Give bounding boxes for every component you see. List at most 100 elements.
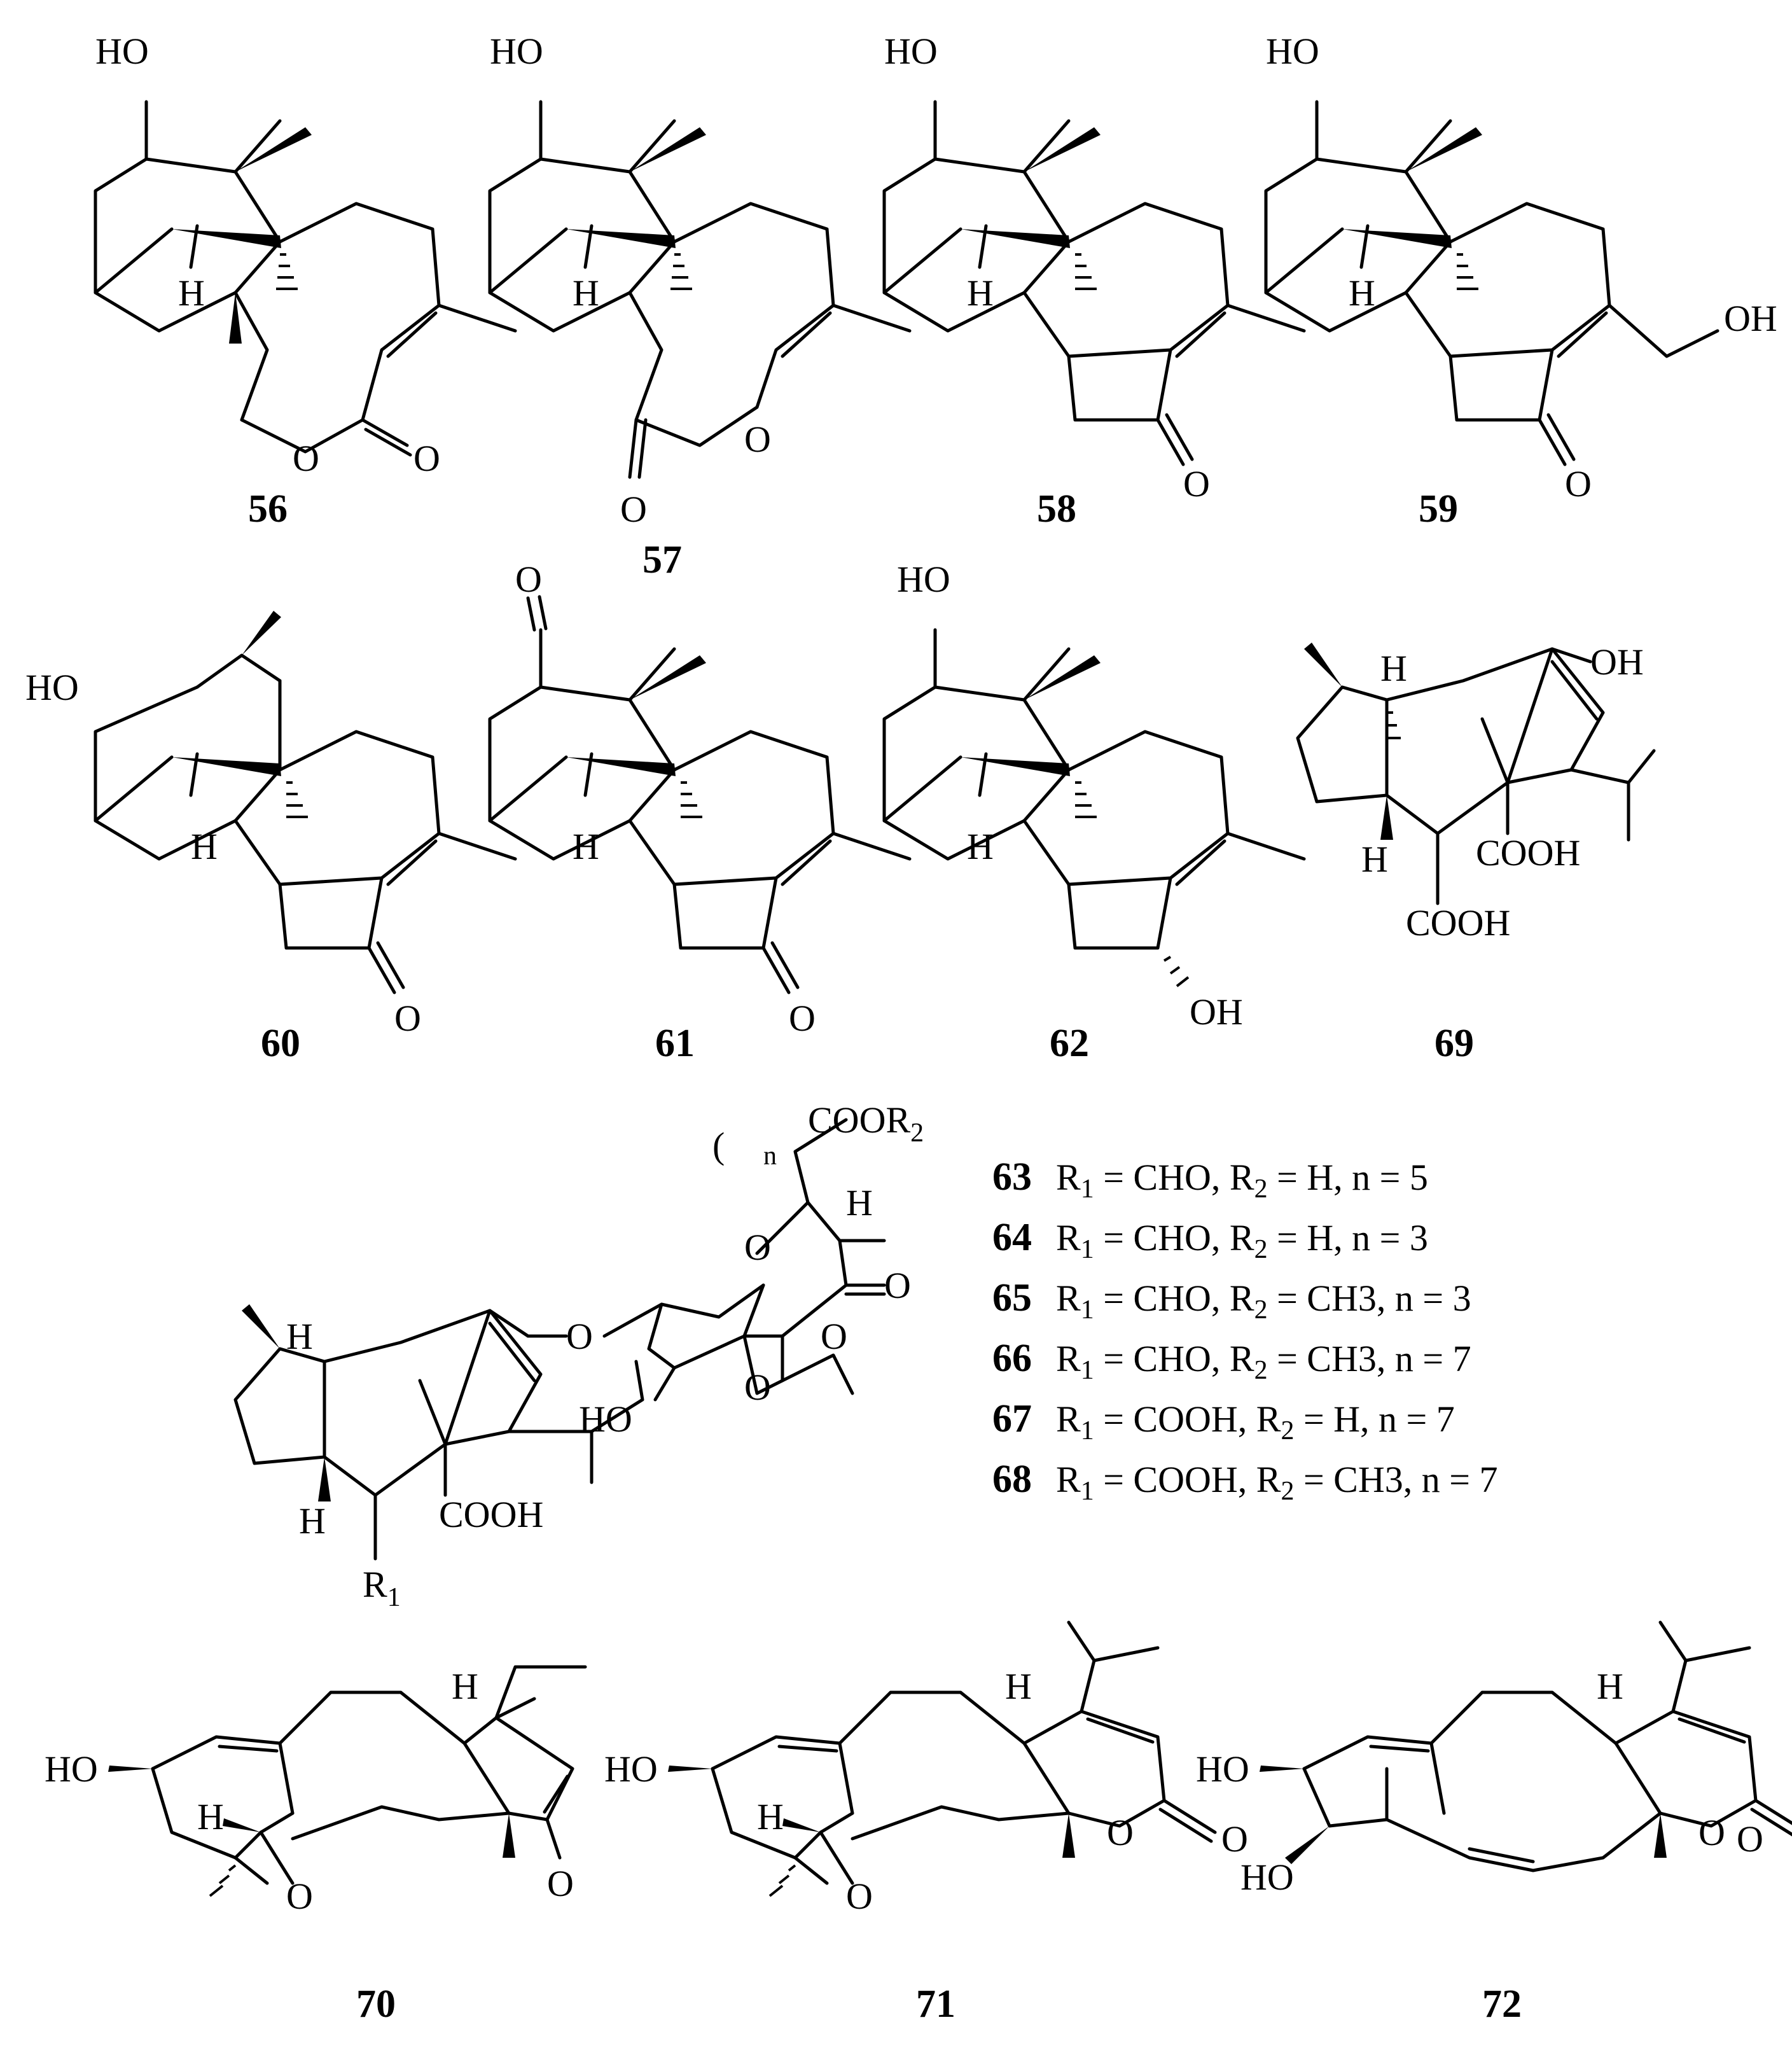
compound-id: 62 — [1050, 1022, 1089, 1065]
compound-56: HO H O O 56 — [94, 31, 517, 531]
svg-text:R1 = COOH, R2 = CH3, n = 7: R1 = COOH, R2 = CH3, n = 7 — [1056, 1459, 1497, 1506]
linker-oxygen-label: O — [566, 1316, 593, 1357]
svg-text:R1 = CHO, R2 = H, n = 5: R1 = CHO, R2 = H, n = 5 — [1056, 1157, 1428, 1204]
carbonyl-oxygen-label: O — [413, 438, 440, 479]
legend-row: 63 R1 = CHO, R2 = H, n = 5 — [992, 1155, 1428, 1204]
compound-id: 57 — [642, 538, 682, 582]
ring-oxygen-label: O — [293, 438, 319, 479]
hydrogen-label-2: H — [452, 1666, 478, 1707]
hydroxyl-label: HO — [95, 31, 149, 72]
compound-61: O H O 61 — [488, 559, 912, 1065]
hydrogen-label: H — [178, 272, 205, 314]
epoxide-oxygen-label: O — [846, 1876, 873, 1917]
ring-oxygen-label: O — [1698, 1812, 1725, 1853]
compound-69: H H OH COOH COOH 69 — [1296, 641, 1656, 1065]
compound-62: HO H OH 62 — [882, 559, 1306, 1065]
epoxide-oxygen-label: O — [286, 1876, 313, 1917]
carbonyl-oxygen-label: O — [394, 998, 421, 1039]
ester-group-label: COOR2 — [808, 1099, 924, 1148]
svg-text:65: 65 — [992, 1276, 1032, 1320]
hydrogen-label: H — [967, 826, 994, 867]
compound-id: 60 — [261, 1022, 300, 1065]
hydroxyl-label: HO — [579, 1398, 632, 1440]
svg-text:67: 67 — [992, 1397, 1032, 1440]
legend-row: 65 R1 = CHO, R2 = CH3, n = 3 — [992, 1276, 1471, 1325]
hydroxyl-label: HO — [604, 1748, 658, 1790]
compound-id: 58 — [1037, 487, 1076, 531]
substituent-legend: 63 R1 = CHO, R2 = H, n = 5 64 R1 = CHO, … — [992, 1155, 1497, 1506]
hydrogen-label: H — [1349, 272, 1375, 314]
compound-57: HO H O O 57 — [488, 31, 912, 582]
lactone-carbonyl-oxygen-label: O — [884, 1265, 911, 1306]
compound-58: HO H O 58 — [882, 31, 1306, 531]
hydrogen-label-1: H — [286, 1316, 313, 1357]
hydroxyl-label-2: HO — [1240, 1856, 1294, 1898]
svg-text:R1 = CHO, R2 = CH3, n = 7: R1 = CHO, R2 = CH3, n = 7 — [1056, 1338, 1471, 1385]
chain-paren-open: ( — [712, 1125, 725, 1166]
compound-59: HO H OH O 59 — [1264, 31, 1777, 531]
compound-71: HO H H O O O 71 — [604, 1620, 1248, 2026]
hydrogen-label: H — [573, 272, 599, 314]
compound-72: HO HO H O O 72 — [1196, 1620, 1792, 2026]
svg-text:R1 = COOH, R2 = H, n = 7: R1 = COOH, R2 = H, n = 7 — [1056, 1398, 1455, 1445]
hydrogen-label: H — [1597, 1666, 1623, 1707]
hydroxyl-label: HO — [45, 1748, 98, 1790]
hydrogen-label-2: H — [1005, 1666, 1032, 1707]
carbonyl-oxygen-label: O — [1565, 463, 1592, 505]
ketone-oxygen-label: O — [547, 1863, 574, 1904]
hydroxyl-label: OH — [1590, 641, 1644, 683]
general-structure-63-68: O O O O O H HO H H COOH R1 COOR2 ( n — [233, 1099, 924, 1612]
carbonyl-oxygen-label: O — [1221, 1818, 1248, 1860]
hydroxyl-label-1: HO — [1196, 1748, 1249, 1790]
carbonyl-oxygen-label: O — [620, 489, 647, 530]
hydroxyl-label: HO — [1266, 31, 1319, 72]
hydroxyl-label: HO — [884, 31, 938, 72]
svg-text:66: 66 — [992, 1337, 1032, 1380]
compound-id: 70 — [356, 1982, 396, 2026]
carbonyl-oxygen-label: O — [1737, 1818, 1763, 1860]
r1-label: R1 — [363, 1564, 401, 1612]
carboxyl-label-2: COOH — [1406, 902, 1510, 944]
chain-n-label: n — [763, 1141, 777, 1171]
ring-oxygen-label: O — [1107, 1812, 1134, 1853]
side-hydrogen-label: H — [846, 1182, 873, 1223]
svg-text:R1 = CHO, R2 = CH3, n = 3: R1 = CHO, R2 = CH3, n = 3 — [1056, 1278, 1471, 1325]
ring-oxygen-label-1: O — [744, 1227, 771, 1268]
compound-id: 71 — [916, 1982, 955, 2026]
compound-id: 59 — [1419, 487, 1458, 531]
svg-text:64: 64 — [992, 1216, 1032, 1259]
hydrogen-label-1: H — [757, 1796, 784, 1837]
legend-row: 66 R1 = CHO, R2 = CH3, n = 7 — [992, 1337, 1471, 1385]
hydrogen-label: H — [573, 826, 599, 867]
carbonyl-oxygen-label: O — [1183, 463, 1210, 505]
hydrogen-label-2: H — [1361, 839, 1388, 880]
svg-text:R1 = CHO, R2 = H, n = 3: R1 = CHO, R2 = H, n = 3 — [1056, 1217, 1428, 1264]
compound-id: 69 — [1434, 1022, 1474, 1065]
hydrogen-label: H — [967, 272, 994, 314]
hydroxymethyl-label: OH — [1724, 298, 1777, 339]
compound-id: 72 — [1482, 1982, 1522, 2026]
hydroxyl-label: HO — [25, 667, 79, 708]
carboxyl-label-1: COOH — [1476, 832, 1580, 874]
hydrogen-label-1: H — [197, 1796, 224, 1837]
svg-text:68: 68 — [992, 1458, 1032, 1501]
legend-row: 67 R1 = COOH, R2 = H, n = 7 — [992, 1397, 1455, 1445]
hydrogen-label-2: H — [299, 1500, 326, 1542]
methoxy-oxygen-label: O — [821, 1316, 847, 1357]
compound-70: HO H H O O 70 — [45, 1665, 587, 2026]
ring-oxygen-label-2: O — [744, 1367, 771, 1408]
compound-id: 56 — [248, 487, 288, 531]
legend-row: 64 R1 = CHO, R2 = H, n = 3 — [992, 1216, 1428, 1264]
legend-row: 68 R1 = COOH, R2 = CH3, n = 7 — [992, 1458, 1497, 1506]
compound-id: 61 — [655, 1022, 695, 1065]
carboxyl-label: COOH — [439, 1494, 543, 1535]
ring-oxygen-label: O — [744, 419, 771, 460]
hydroxyl-label-2: OH — [1190, 991, 1243, 1033]
compound-60: HO H O 60 — [25, 611, 517, 1065]
hydroxyl-label: HO — [897, 559, 950, 600]
ketone-oxygen-label: O — [515, 559, 542, 600]
hydroxyl-label: HO — [490, 31, 543, 72]
hydrogen-label: H — [191, 826, 218, 867]
hydrogen-label-1: H — [1380, 648, 1407, 689]
